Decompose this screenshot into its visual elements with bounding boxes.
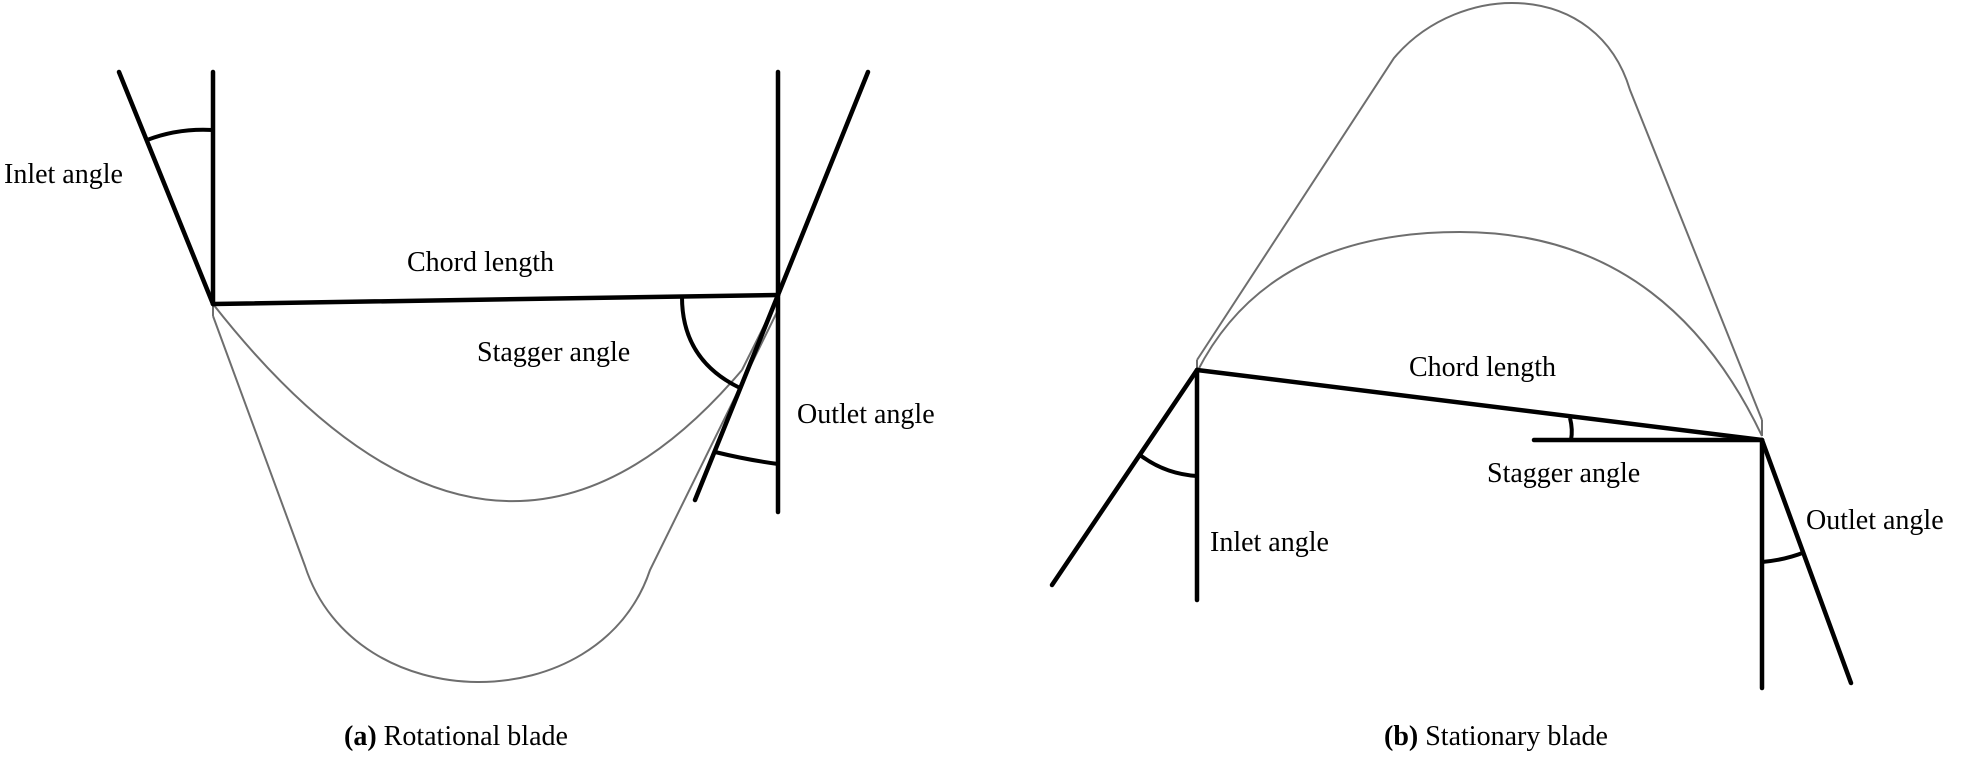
panel-b-outlet-angle-arc	[1761, 550, 1806, 564]
panel-a-lower-surface	[212, 309, 779, 683]
panel-b-caption-text: Stationary blade	[1418, 721, 1608, 752]
panel-a-outlet-angle-label: Outlet angle	[797, 399, 935, 430]
panel-b-inlet-angle-arc	[1138, 453, 1198, 478]
panel-b-upper-surface	[1196, 2, 1763, 421]
panel-a-caption-tag: (a)	[344, 721, 377, 752]
panel-a-caption: (a) Rotational blade	[344, 721, 568, 752]
panel-b-stationary-blade: Chord length Stagger angle Inlet angle O…	[1049, 2, 1944, 752]
panel-b-camber-arc	[1196, 230, 1763, 437]
panel-a-chord-length-label: Chord length	[407, 247, 554, 278]
panel-a-outlet-blade-line-upper	[775, 69, 871, 298]
panel-a-inlet-angle-label: Inlet angle	[4, 159, 123, 190]
panel-a-camber-arc	[212, 303, 743, 503]
panel-a-rotational-blade: Inlet angle Chord length Stagger angle O…	[4, 69, 935, 752]
panel-a-chord-line	[210, 292, 781, 307]
panel-a-inlet-angle-arc	[146, 127, 214, 142]
panel-b-chord-line	[1194, 367, 1765, 443]
panel-a-outlet-angle-arc	[714, 450, 779, 466]
panel-a-outlet-blade-line-lower	[692, 292, 781, 503]
panel-a-caption-text: Rotational blade	[377, 721, 568, 752]
panel-b-outlet-angle-label: Outlet angle	[1806, 505, 1944, 536]
panel-b-caption: (b) Stationary blade	[1384, 721, 1608, 752]
panel-a-stagger-angle-label: Stagger angle	[477, 337, 630, 368]
panel-b-caption-tag: (b)	[1384, 721, 1418, 752]
panel-a-stagger-angle-arc	[680, 296, 741, 390]
panel-b-outlet-blade-line	[1759, 437, 1854, 686]
panel-a-inlet-blade-line	[116, 69, 216, 307]
panel-b-chord-length-label: Chord length	[1409, 352, 1556, 383]
panel-b-inlet-blade-line	[1049, 367, 1200, 588]
panel-b-inlet-angle-label: Inlet angle	[1210, 527, 1329, 558]
panel-b-stagger-angle-label: Stagger angle	[1487, 458, 1640, 489]
panel-b-stagger-angle-arc	[1568, 417, 1574, 441]
